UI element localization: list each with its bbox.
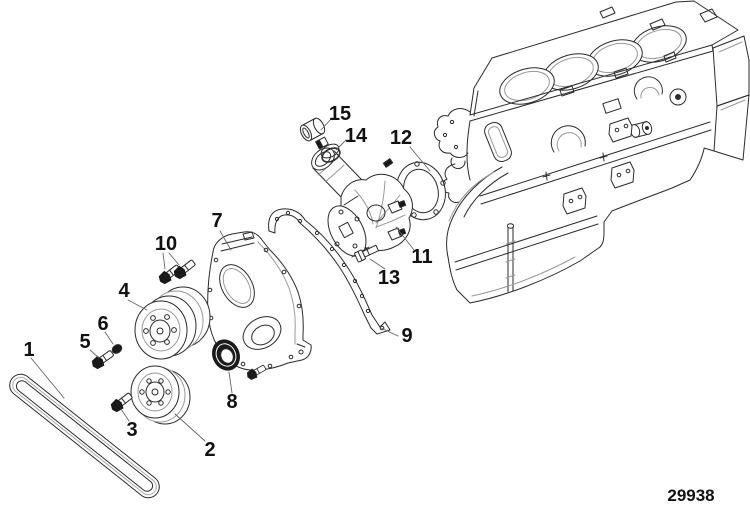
plug-6 — [111, 344, 123, 354]
water-pump-bolt — [354, 244, 379, 263]
drive-belt — [9, 373, 160, 499]
crankshaft-pulley — [130, 365, 191, 425]
callout-15: 15 — [329, 103, 351, 125]
water-pump-pulley — [134, 286, 211, 360]
drawing-number: 29938 — [667, 486, 714, 505]
engine-block — [433, 0, 750, 304]
callout-12: 12 — [390, 127, 412, 149]
callout-9: 9 — [401, 325, 412, 347]
hose-clamp — [315, 136, 341, 163]
crankshaft-seal — [212, 339, 240, 371]
hose — [299, 117, 326, 142]
callout-1: 1 — [23, 339, 34, 361]
callout-5: 5 — [79, 331, 90, 353]
callout-4: 4 — [118, 280, 130, 302]
timing-cover — [207, 231, 312, 371]
callout-6: 6 — [97, 313, 108, 335]
pulley-bolts — [89, 257, 268, 415]
callout-10: 10 — [155, 233, 177, 255]
callout-8: 8 — [226, 391, 237, 413]
support-bracket — [268, 208, 391, 335]
callout-labels: 1 2 3 4 5 6 7 8 9 10 11 12 13 14 15 2993… — [23, 103, 714, 505]
callout-7: 7 — [211, 210, 222, 232]
callout-14: 14 — [345, 125, 368, 147]
callout-2: 2 — [204, 439, 215, 461]
callout-11: 11 — [411, 246, 432, 268]
callout-13: 13 — [378, 267, 400, 289]
water-pump — [311, 147, 413, 258]
bolt-5 — [89, 347, 116, 372]
callout-3: 3 — [126, 419, 137, 441]
leader-lines — [30, 117, 431, 442]
